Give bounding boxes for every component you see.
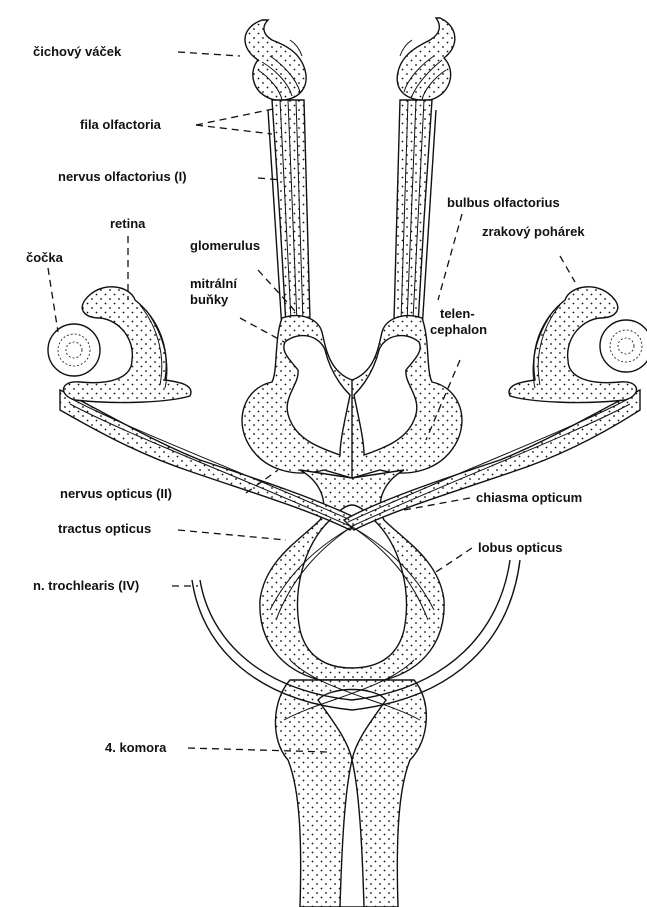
nervus-olfactorius-right <box>394 100 432 325</box>
label-bunky: buňky <box>190 292 229 307</box>
label-zrakovy-poharek: zrakový pohárek <box>482 224 585 239</box>
label-nervus-olfactorius: nervus olfactorius (I) <box>58 169 187 184</box>
label-4-komora: 4. komora <box>105 740 167 755</box>
lens-right <box>600 320 647 372</box>
label-tractus-opticus: tractus opticus <box>58 521 151 536</box>
telencephalon <box>242 316 462 478</box>
label-n-trochlearis: n. trochlearis (IV) <box>33 578 139 593</box>
label-cocka: čočka <box>26 250 64 265</box>
label-mitralni: mitrální <box>190 276 237 291</box>
hindbrain <box>275 680 426 907</box>
olfactory-sac-left <box>245 20 306 100</box>
label-retina: retina <box>110 216 146 231</box>
label-lobus-opticus: lobus opticus <box>478 540 563 555</box>
label-glomerulus: glomerulus <box>190 238 260 253</box>
label-telen: telen- <box>440 306 475 321</box>
label-fila-olfactoria: fila olfactoria <box>80 117 162 132</box>
label-cichovy-vacek: čichový váček <box>33 44 122 59</box>
lens-left <box>48 324 100 376</box>
label-cephalon: cephalon <box>430 322 487 337</box>
label-nervus-opticus: nervus opticus (II) <box>60 486 172 501</box>
olfactory-sac-right <box>397 18 455 100</box>
label-chiasma-opticum: chiasma opticum <box>476 490 582 505</box>
label-bulbus-olfactorius: bulbus olfactorius <box>447 195 560 210</box>
